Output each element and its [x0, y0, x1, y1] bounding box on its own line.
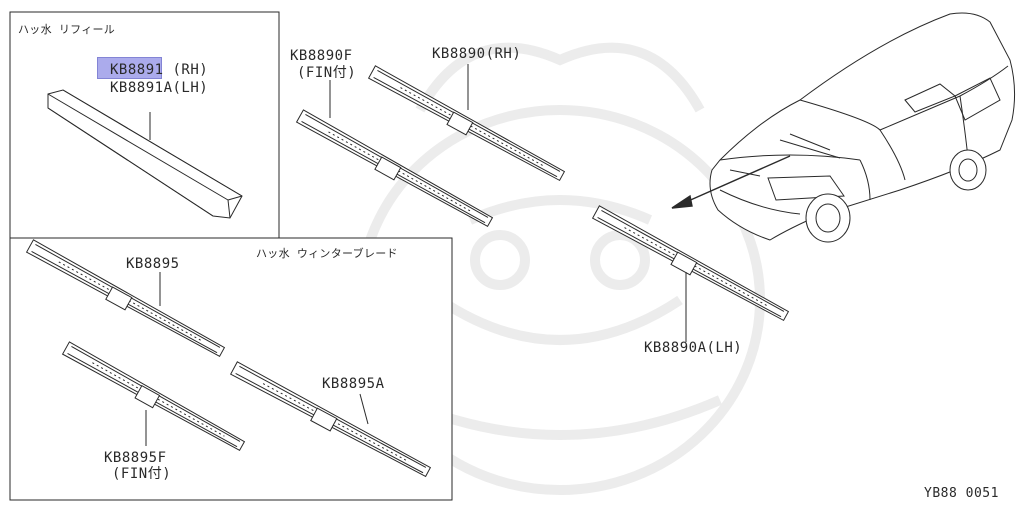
part-label-kb8895a[interactable]: KB8895A [322, 376, 385, 392]
diagram-code: YB88 0051 [924, 486, 999, 501]
part-label-kb8895f[interactable]: KB8895F [104, 450, 167, 466]
part-label-kb8890a-lh[interactable]: KB8890A(LH) [644, 340, 743, 356]
part-note-kb8895f: (FIN付) [112, 466, 172, 482]
winter-group-title: ハッ水 ウィンターブレード [256, 247, 398, 260]
part-label-kb8895[interactable]: KB8895 [126, 256, 180, 272]
blade-kb8895f[interactable] [61, 341, 246, 452]
part-label-kb8891a-lh[interactable]: KB8891A(LH) [110, 80, 209, 96]
wiper-blades [25, 65, 790, 478]
leader-lines [145, 64, 687, 446]
part-note-kb8890f: (FIN付) [297, 65, 357, 81]
part-label-kb8890f[interactable]: KB8890F [290, 48, 353, 64]
pointer-arrow [671, 155, 791, 209]
blade-kb8890-rh[interactable] [367, 65, 566, 182]
part-label-kb8890-rh[interactable]: KB8890(RH) [432, 46, 522, 62]
search-highlight [97, 57, 162, 79]
refill-strip [47, 89, 243, 219]
refill-group-frame [9, 11, 280, 239]
refill-group-title: ハッ水 リフィール [18, 23, 116, 36]
part-label-kb8891-rh[interactable]: KB8891 (RH) [110, 62, 209, 78]
car-illustration [709, 12, 1016, 243]
blade-kb8895[interactable] [25, 239, 226, 358]
blade-kb8895a[interactable] [230, 361, 432, 478]
blade-kb8890f[interactable] [295, 109, 494, 228]
blade-kb8890a-lh[interactable] [591, 205, 790, 322]
